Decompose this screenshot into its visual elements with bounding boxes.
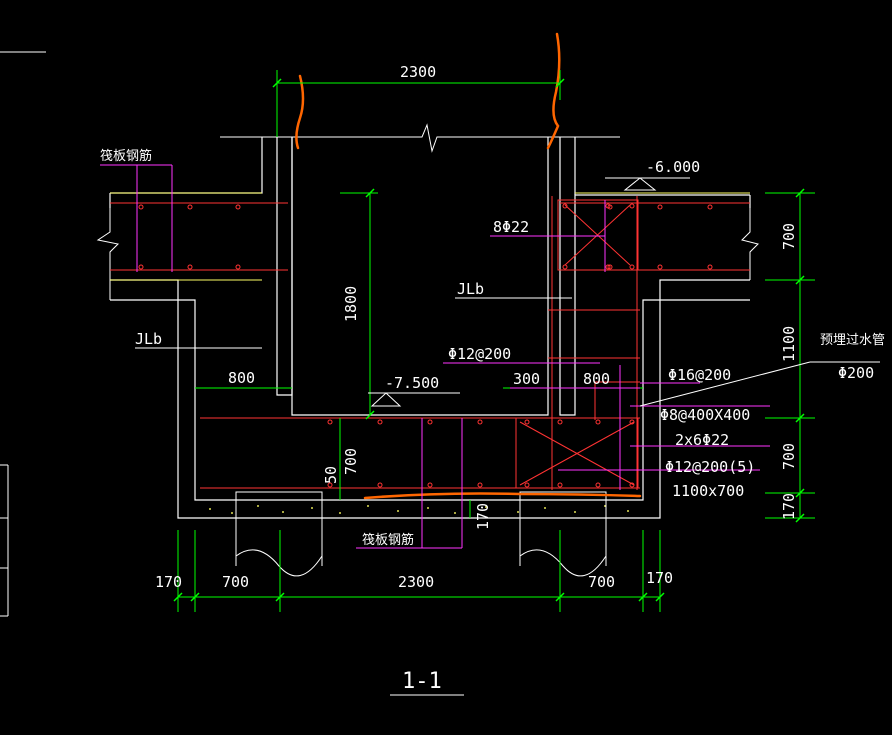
level-markers [370, 177, 657, 407]
sheet-border-fragments [0, 51, 46, 617]
dim-right-1100: 1100 [780, 326, 798, 362]
dim-800-left: 800 [228, 369, 255, 387]
phi12-200-label: Φ12@200 [448, 345, 511, 363]
level-minus-7-5: -7.500 [385, 374, 439, 392]
dim-top-2300: 2300 [400, 63, 436, 81]
phi8-400x400-label: Φ8@400X400 [660, 406, 750, 424]
dim-bottom-700-right: 700 [588, 573, 615, 591]
pile-sockets [235, 491, 607, 577]
dim-bottom-170-right: 170 [646, 569, 673, 587]
leader-lines [100, 164, 770, 549]
dim-bottom-2300: 2300 [398, 573, 434, 591]
dim-bottom-170-left: 170 [155, 573, 182, 591]
embedded-pipe-label: 预埋过水管 [820, 333, 885, 348]
white-leaders [135, 177, 880, 407]
phi16-200-label: Φ16@200 [668, 366, 731, 384]
dim-bottom-700-left: 700 [222, 573, 249, 591]
slab-yellow-lines [110, 192, 750, 281]
concrete-outline [109, 137, 751, 519]
pipe-phi200-label: Φ200 [838, 364, 874, 382]
level-minus-6: -6.000 [646, 158, 700, 176]
dim-300: 300 [513, 370, 540, 388]
rebar-8phi22-label: 8Φ22 [493, 218, 529, 236]
rebar-dots [138, 203, 713, 488]
dim-right-700-bot: 700 [780, 443, 798, 470]
rebar-2x6phi22-label: 2x6Φ22 [675, 431, 729, 449]
raft-rebar-label-top: 筏板钢筋 [100, 148, 152, 164]
ground-break-line [220, 123, 620, 153]
rebar-lines [110, 196, 750, 490]
raft-rebar-label-bottom: 筏板钢筋 [362, 532, 414, 548]
dim-800-right: 800 [583, 370, 610, 388]
orange-break-lines [295, 32, 642, 500]
dim-1800: 1800 [342, 286, 360, 322]
dim-right-700-top: 700 [780, 223, 798, 250]
section-1100x700-label: 1100x700 [672, 482, 744, 500]
dim-50: 50 [322, 466, 340, 484]
dimension-lines [177, 70, 815, 612]
dim-170-mid: 170 [474, 503, 492, 530]
cushion-hatch [209, 505, 629, 514]
slab-break-marks [96, 208, 759, 300]
dim-700-mid: 700 [342, 448, 360, 475]
dimension-ticks [173, 78, 805, 602]
phi12-200-5-label: Φ12@200(5) [665, 458, 755, 476]
jlb-right-label: JLb [457, 280, 484, 298]
section-title: 1-1 [402, 669, 442, 694]
jlb-left-label: JLb [135, 330, 162, 348]
dim-right-170: 170 [780, 493, 798, 520]
